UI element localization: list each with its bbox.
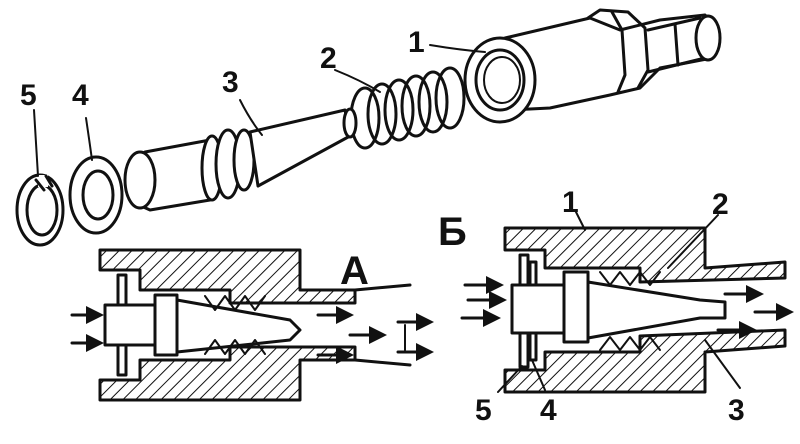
section-b-spring-top (599, 271, 661, 286)
section-b-label-3: 3 (728, 394, 745, 427)
label-5: 5 (20, 79, 37, 112)
section-b-leader-1 (574, 209, 586, 231)
section-a-spring-top (204, 295, 266, 311)
leader-2 (334, 69, 381, 93)
section-a-housing-top (98, 248, 357, 305)
part-3-valve-stem (123, 107, 358, 212)
label-3: 3 (222, 66, 239, 99)
section-a-spring-bottom (204, 339, 266, 355)
part-4-washer (68, 155, 124, 235)
section-a-outlet (353, 283, 412, 367)
section-a-stem-collar (153, 293, 179, 357)
section-b-housing-top (503, 226, 787, 284)
part-5-snap-ring (15, 173, 65, 247)
part-2-spring (349, 66, 466, 150)
section-b-stem-collar (562, 270, 590, 344)
section-a-stem-cone (175, 298, 302, 354)
leader-3 (239, 99, 263, 136)
section-b-leader-5 (497, 365, 523, 393)
part-1-housing (463, 8, 722, 124)
leader-5 (33, 109, 39, 177)
section-b-housing-bottom (503, 328, 787, 394)
label-1: 1 (408, 26, 425, 59)
section-b-label-5: 5 (475, 394, 492, 427)
leader-1 (429, 44, 486, 53)
label-4: 4 (72, 79, 89, 112)
section-b-stem-body (510, 283, 566, 335)
section-b-label-2: 2 (712, 188, 729, 221)
section-a-stem-body (103, 303, 157, 347)
leader-4 (85, 117, 93, 161)
section-b-label-4: 4 (540, 394, 557, 427)
section-b-stem-cone (586, 280, 727, 340)
section-a: А (70, 248, 434, 402)
section-b-leader-4 (531, 359, 546, 391)
section-b-leader-2 (667, 214, 719, 269)
section-a-title: А (340, 249, 369, 293)
section-b-spring-bottom (599, 336, 661, 351)
section-b-leader-3 (704, 339, 741, 389)
label-2: 2 (320, 42, 337, 75)
section-b: Б 1 2 3 4 5 (438, 186, 794, 427)
section-b-title: Б (438, 210, 467, 254)
section-b-label-1: 1 (562, 186, 579, 219)
